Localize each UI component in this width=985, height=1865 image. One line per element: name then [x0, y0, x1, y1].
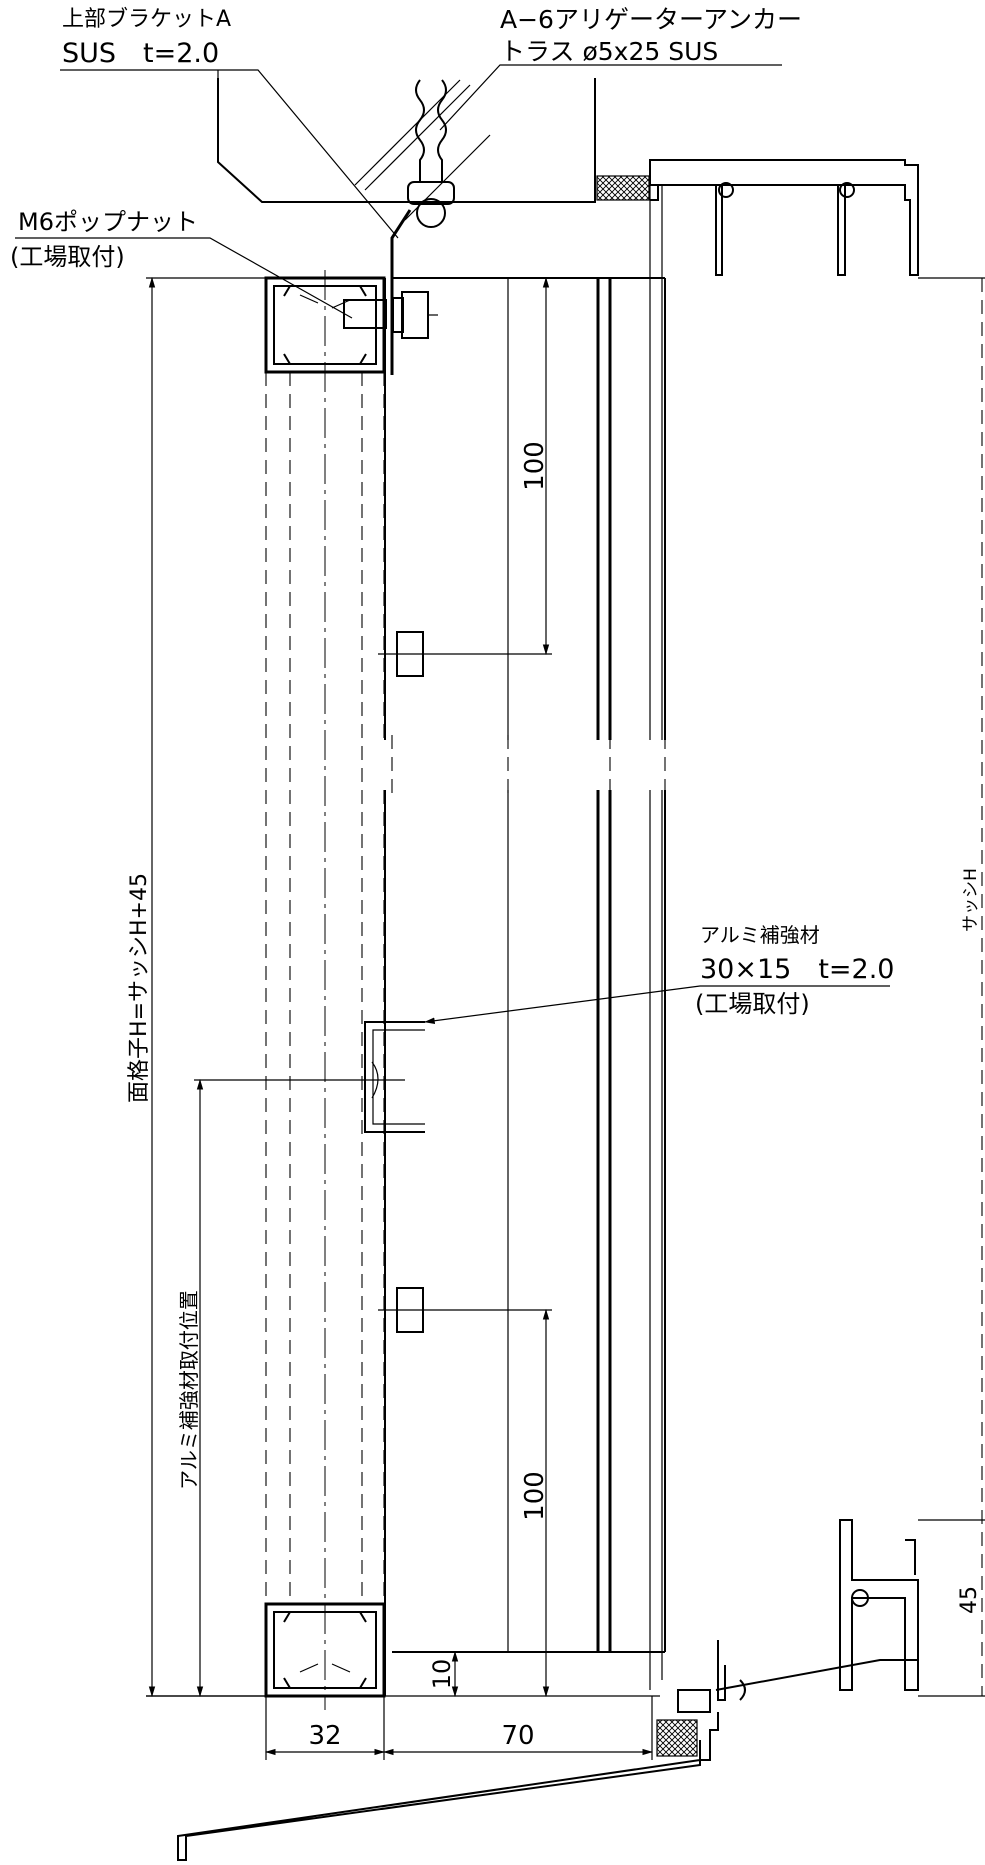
concrete-top — [217, 78, 596, 228]
sill-board — [177, 1755, 701, 1861]
anchor-name-label: A−6アリゲーターアンカー — [500, 5, 802, 34]
sealant-bottom — [656, 1719, 698, 1757]
dim-32: 32 — [308, 1721, 341, 1751]
anchor-spec-label: トラス ø5x25 SUS — [500, 37, 718, 66]
reinforce-name-label: アルミ補強材 — [700, 923, 820, 947]
sash-height-label: サッシH — [961, 868, 981, 932]
leader-lines — [15, 64, 890, 1024]
aluminum-reinforcement — [364, 1021, 425, 1133]
dim-bottom-100: 100 — [520, 1471, 550, 1521]
louver-panel — [380, 277, 680, 1653]
bolt-mid-upper — [378, 631, 450, 677]
sash-frame-top — [649, 159, 919, 1690]
grille-height-label: 面格子H=サッシH+45 — [127, 873, 152, 1103]
popnut-name-label: M6ポップナット — [18, 208, 198, 236]
dim-10: 10 — [428, 1659, 456, 1690]
bolt-mid-lower — [378, 1287, 450, 1333]
sealant-top — [596, 175, 650, 201]
dimension-lines — [146, 276, 985, 1760]
dim-70: 70 — [501, 1721, 534, 1751]
dim-top-100: 100 — [520, 441, 550, 491]
popnut-note-label: (工場取付) — [10, 243, 125, 271]
dim-45: 45 — [957, 1586, 982, 1614]
reinforce-note-label: (工場取付) — [695, 990, 810, 1018]
reinforce-spec-label: 30×15 t=2.0 — [700, 954, 894, 985]
bracket-name-label: 上部ブラケットA — [62, 7, 231, 32]
grille-bar — [264, 270, 386, 1710]
sash-frame-bottom — [677, 1519, 919, 1761]
bracket-spec-label: SUS t=2.0 — [62, 38, 219, 69]
reinforce-position-label: アルミ補強材取付位置 — [177, 1290, 201, 1490]
